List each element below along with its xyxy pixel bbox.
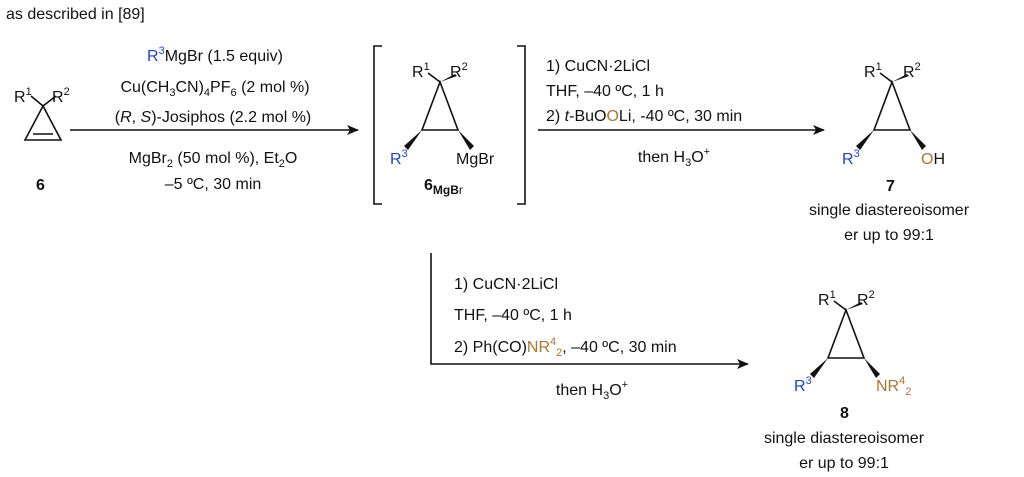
ring: [23, 104, 63, 141]
step1-ligand: (R, S)-Josiphos (2.2 mol %): [115, 109, 312, 126]
step3-workup: then H3O+: [556, 379, 628, 402]
bond: [427, 72, 441, 83]
intermediate-6mgbr: R1 R2 R3 MgBr 6MgBr: [373, 45, 526, 205]
step1-conditions: –5 ºC, 30 min: [165, 176, 262, 193]
p8-r1: R1: [818, 289, 836, 309]
int-r1: R1: [412, 61, 430, 81]
step3: 1) CuCN·2LiCl THF, –40 ºC, 1 h 2) Ph(CO)…: [430, 253, 749, 402]
wedge-bond: [440, 74, 457, 82]
step1: R3MgBr (1.5 equiv) Cu(CH3CN)4PF6 (2 mol …: [70, 45, 359, 193]
wedge-bond-r3: [856, 130, 874, 150]
step1-additive: MgBr2 (50 mol %), Et2O: [129, 150, 298, 170]
step2: 1) CuCN·2LiCl THF, –40 ºC, 1 h 2) t-BuOO…: [538, 58, 825, 169]
step2-line1: 1) CuCN·2LiCl: [546, 58, 650, 75]
cyclopropene-6: R1 R2 6: [14, 86, 70, 194]
wedge-bond-n: [864, 358, 880, 378]
bond: [833, 300, 847, 311]
ring: [872, 79, 912, 131]
p8-r2: R2: [857, 289, 875, 309]
compound-label-7: 7: [886, 178, 895, 195]
wedge-bond-oh: [910, 130, 926, 150]
step3-line1: 1) CuCN·2LiCl: [454, 276, 558, 293]
bond: [30, 95, 44, 107]
start-r2: R2: [52, 86, 70, 106]
step2-line2: THF, –40 ºC, 1 h: [546, 83, 664, 100]
ring: [420, 79, 460, 131]
int-r3: R3: [390, 148, 408, 168]
step3-line3: 2) Ph(CO)NR42, –40 ºC, 30 min: [454, 336, 677, 359]
p8-note1: single diastereoisomer: [764, 430, 925, 447]
int-r2: R2: [450, 61, 468, 81]
wedge-bond-r3: [810, 358, 828, 378]
p8-note2: er up to 99:1: [799, 455, 889, 472]
p7-oh: OH: [921, 151, 945, 168]
step2-line3: 2) t-BuOOLi, -40 ºC, 30 min: [546, 108, 742, 125]
wedge-bond: [846, 302, 863, 310]
int-mgbr: MgBr: [456, 151, 495, 168]
wedge-bond: [892, 74, 909, 82]
bond: [879, 72, 893, 83]
reaction-arrow-3: [430, 253, 749, 369]
p8-r3: R3: [794, 375, 812, 395]
p7-r2: R2: [903, 61, 921, 81]
p7-note2: er up to 99:1: [844, 227, 934, 244]
p7-r1: R1: [864, 61, 882, 81]
product-8: R1 R2 R3 NR42 8 single diastereoisomer e…: [764, 289, 925, 472]
ring: [826, 307, 866, 359]
step1-catalyst: Cu(CH3CN)4PF6 (2 mol %): [120, 79, 309, 99]
p7-r3: R3: [842, 148, 860, 168]
left-bracket: [373, 45, 382, 205]
p8-nr42: NR42: [876, 375, 911, 398]
caption: as described in [89]: [6, 6, 145, 23]
product-7: R1 R2 R3 OH 7 single diastereoisomer er …: [809, 61, 970, 244]
step1-reagent: R3MgBr (1.5 equiv): [147, 45, 283, 65]
compound-label-8: 8: [840, 405, 849, 422]
step3-line2: THF, –40 ºC, 1 h: [454, 307, 572, 324]
right-bracket: [517, 45, 526, 205]
compound-label-6mgbr: 6MgBr: [424, 177, 463, 197]
p7-note1: single diastereoisomer: [809, 202, 970, 219]
bond: [42, 95, 57, 107]
start-r1: R1: [14, 86, 32, 106]
step2-workup: then H3O+: [638, 146, 710, 169]
wedge-bond-mg: [458, 130, 474, 150]
compound-label-6: 6: [36, 177, 45, 194]
wedge-bond-r3: [404, 130, 422, 150]
